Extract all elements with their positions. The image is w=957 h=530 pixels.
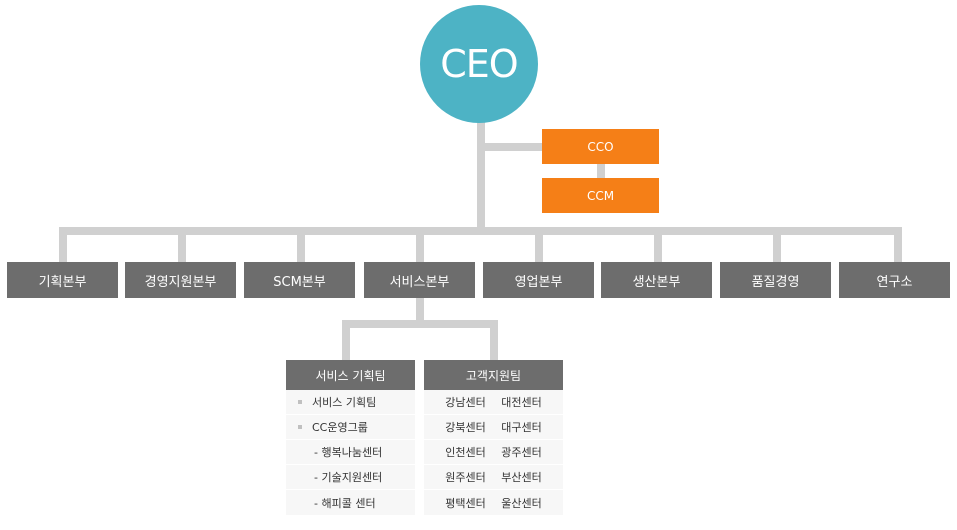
list-item: CC운영그룹 (286, 415, 415, 440)
ceo-stem-line (477, 120, 485, 235)
dept-service: 서비스본부 (364, 262, 475, 298)
cco-label: CCO (587, 139, 614, 154)
team-service-planning-header: 서비스 기획팀 (286, 360, 415, 390)
dept-scm: SCM본부 (244, 262, 355, 298)
dept-drop-4 (416, 227, 424, 263)
list-item: - 행복나눔센터 (286, 440, 415, 465)
team-service-planning-list: 서비스 기획팀 CC운영그룹 - 행복나눔센터 - 기술지원센터 - 해피콜 센… (286, 390, 415, 515)
cco-branch-line (477, 143, 543, 151)
dept-management-support: 경영지원본부 (125, 262, 236, 298)
ceo-node: CEO (420, 5, 538, 123)
bullet-icon (298, 425, 302, 429)
service-stem-line (416, 297, 424, 327)
team-customer-support-header: 고객지원팀 (424, 360, 563, 390)
ceo-label: CEO (440, 42, 518, 86)
list-item: 서비스 기획팀 (286, 390, 415, 415)
dept-sales: 영업본부 (483, 262, 594, 298)
dept-drop-1 (59, 227, 67, 263)
dept-drop-6 (654, 227, 662, 263)
dept-drop-5 (535, 227, 543, 263)
dept-planning: 기획본부 (7, 262, 118, 298)
dept-drop-2 (178, 227, 186, 263)
dept-bus-line (59, 227, 902, 235)
bullet-icon (298, 400, 302, 404)
ccm-label: CCM (586, 188, 615, 203)
ccm-node: CCM (542, 178, 659, 213)
list-item: - 해피콜 센터 (314, 496, 376, 510)
team-drop-left (342, 320, 350, 361)
dept-drop-8 (894, 227, 902, 263)
dept-production: 생산본부 (601, 262, 712, 298)
team-drop-right (490, 320, 498, 361)
cco-node: CCO (542, 129, 659, 164)
list-item: - 기술지원센터 (286, 465, 415, 490)
dept-drop-3 (297, 227, 305, 263)
cco-ccm-line (597, 163, 605, 179)
dept-research: 연구소 (839, 262, 950, 298)
dept-quality: 품질경영 (720, 262, 831, 298)
dept-drop-7 (773, 227, 781, 263)
team-bus-line (342, 320, 498, 328)
